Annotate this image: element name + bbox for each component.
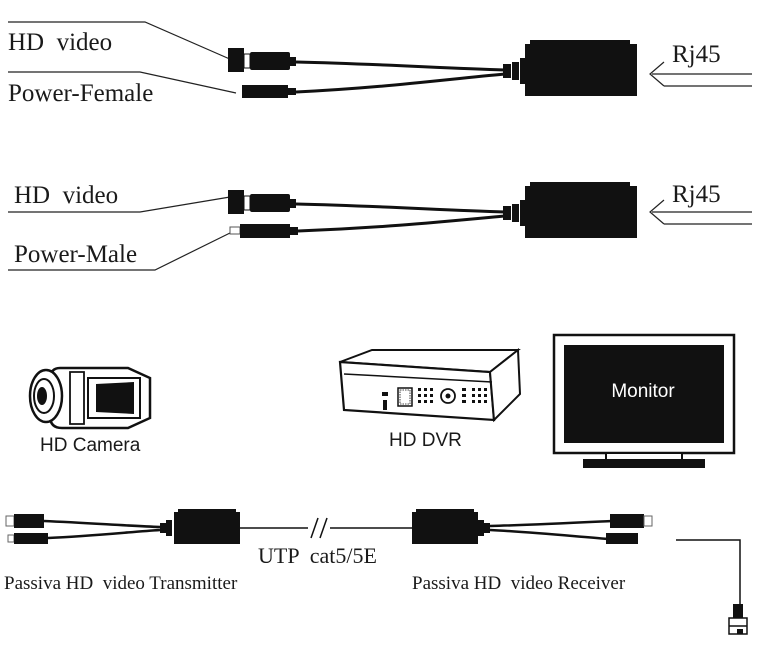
utp-cable xyxy=(240,517,412,539)
power-cable xyxy=(295,72,506,94)
bnc-connector-icon xyxy=(228,190,296,214)
rj45-label: Rj45 xyxy=(672,181,721,208)
cable-label: UTP cat5/5E xyxy=(258,543,377,568)
monitor-label: Monitor xyxy=(611,381,675,402)
video-label: HD video xyxy=(8,29,112,56)
dc-female-plug-icon xyxy=(242,85,296,98)
receiver-icon xyxy=(412,509,653,544)
receiver-label: Passiva HD video Receiver xyxy=(412,573,626,594)
monitor-icon xyxy=(552,333,736,468)
video-cable xyxy=(295,60,506,72)
transmitter-icon xyxy=(5,509,240,544)
video-leader-line xyxy=(8,196,231,213)
power-cable xyxy=(297,214,506,233)
dvr-label: HD DVR xyxy=(389,430,462,451)
video-cable xyxy=(295,202,506,214)
transmitter-label: Passiva HD video Transmitter xyxy=(4,573,238,594)
power-leader-line xyxy=(8,231,233,271)
camera-label: HD Camera xyxy=(40,435,141,456)
video-leader-line xyxy=(8,21,233,61)
rj45-arrow-icon xyxy=(649,61,752,87)
video-label: HD video xyxy=(14,182,118,209)
rj45-label: Rj45 xyxy=(672,41,721,68)
dc-male-plug-icon xyxy=(229,224,298,238)
bnc-connector-icon xyxy=(228,48,296,72)
rj45-arrow-icon xyxy=(649,199,752,225)
power-adapter-icon xyxy=(676,539,748,635)
adapter-female: HD video Power-Female Rj45 xyxy=(8,21,752,107)
camera-icon xyxy=(28,366,152,430)
adapter-male: HD video Power-Male Rj45 xyxy=(8,181,752,271)
power-label: Power-Female xyxy=(8,80,153,107)
rj45-balun-body-icon xyxy=(503,40,637,96)
rj45-balun-body-icon xyxy=(503,182,637,238)
power-label: Power-Male xyxy=(14,241,137,268)
dvr-icon xyxy=(338,348,522,423)
power-leader-line xyxy=(8,71,237,94)
